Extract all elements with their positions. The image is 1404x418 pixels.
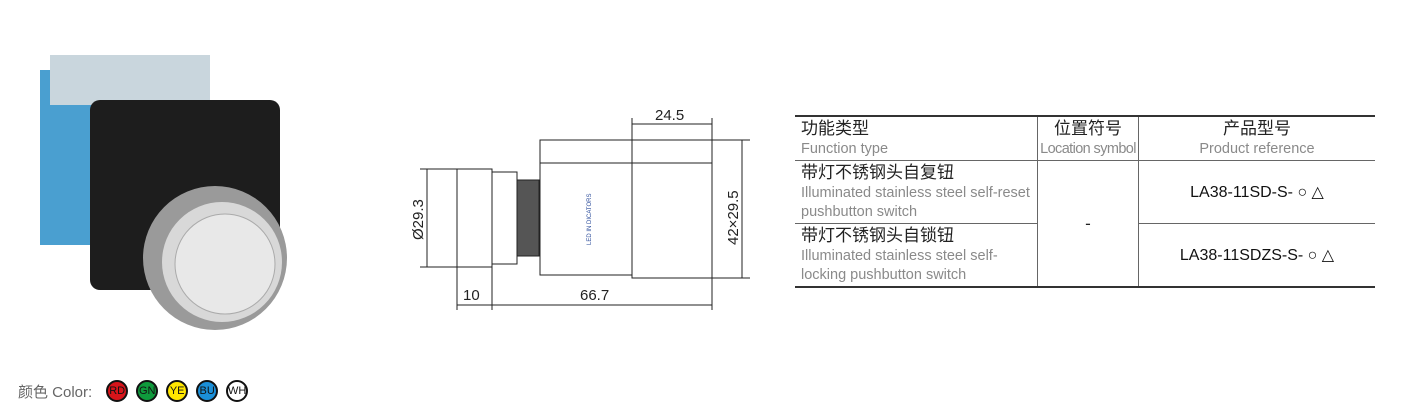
location-symbol: - — [1037, 160, 1139, 288]
led-indicators-label: LED IN DICATORS — [587, 194, 593, 245]
button-face — [174, 213, 276, 315]
top-bracket — [539, 139, 713, 164]
header-reference-cn: 产品型号 — [1223, 119, 1291, 138]
led-block — [539, 162, 633, 276]
row-function-cn: 带灯不锈钢头自复钮 — [801, 163, 954, 182]
product-reference: LA38-11SDZS-S- ○ △ — [1138, 223, 1375, 288]
switch-top-block — [50, 55, 210, 105]
color-swatch-yellow: YE — [166, 380, 189, 402]
button-cap — [456, 168, 493, 268]
header-location-en: Location symbol — [1040, 141, 1136, 157]
header-function-cn: 功能类型 — [801, 119, 869, 138]
dim-length-label: 66.7 — [580, 287, 609, 304]
header-location-cn: 位置符号 — [1054, 119, 1122, 138]
dim-diameter-label: Ø29.3 — [410, 199, 427, 240]
dim-front-label: 10 — [463, 287, 480, 304]
dim-top-label: 24.5 — [655, 107, 684, 124]
dim-height-label: 42×29.5 — [725, 190, 742, 245]
color-swatch-white: WH — [226, 380, 249, 402]
row-function-cn: 带灯不锈钢头自锁钮 — [801, 226, 954, 245]
spec-table: 功能类型 Function type 位置符号 Location symbol 产品… — [795, 115, 1375, 288]
contact-block — [631, 162, 713, 279]
color-swatch-red: RD — [106, 380, 129, 402]
product-reference: LA38-11SD-S- ○ △ — [1138, 160, 1375, 224]
table-row: 带灯不锈钢头自锁钮 Illuminated stainless steel sel… — [795, 223, 1375, 288]
bezel — [491, 171, 518, 265]
table-row: 带灯不锈钢头自复钮 Illuminated stainless steel sel… — [795, 160, 1375, 288]
header-reference-en: Product reference — [1199, 141, 1315, 157]
row-function-en: Illuminated stainless steel self-reset p… — [801, 185, 1030, 220]
table-header-row: 功能类型 Function type 位置符号 Location symbol 产品… — [795, 115, 1375, 161]
product-photo — [40, 55, 287, 330]
color-label: 颜色 Color: — [18, 383, 93, 401]
header-function-en: Function type — [801, 141, 889, 157]
dimension-drawing: 24.5 66.7 10 Ø29.3 42×29.5 LED IN DICATO… — [410, 107, 750, 310]
color-options: 颜色 Color: RD GN YE BU WH — [18, 380, 249, 402]
row-function-en: Illuminated stainless steel self-locking… — [801, 248, 998, 283]
thread — [516, 179, 540, 257]
color-swatch-green: GN — [136, 380, 159, 402]
color-swatch-blue: BU — [196, 380, 219, 402]
